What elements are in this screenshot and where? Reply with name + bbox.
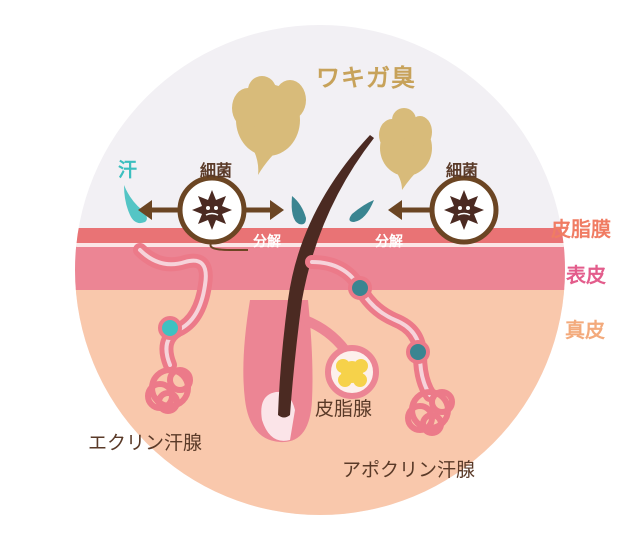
decompose-right-label: 分解 bbox=[375, 234, 403, 250]
apocrine-gland-label: アポクリン汗腺 bbox=[342, 459, 476, 481]
apocrine-coil-icon bbox=[405, 389, 455, 436]
arrow-left-icon-2 bbox=[388, 200, 402, 220]
sebaceous-gland-label: 皮脂腺 bbox=[315, 398, 373, 420]
odor-cloud-right-icon bbox=[379, 108, 432, 190]
bacteria-left-icon bbox=[192, 190, 232, 230]
odor-cloud-left-icon bbox=[232, 76, 306, 175]
bacteria-left-group bbox=[138, 175, 284, 251]
eccrine-gland bbox=[133, 243, 213, 414]
arrow-right-icon bbox=[270, 200, 284, 220]
dermis-label: 真皮 bbox=[565, 318, 605, 342]
sweat-label: 汗 bbox=[118, 159, 138, 181]
eccrine-pore-icon bbox=[158, 316, 182, 340]
bacteria-left-label: 細菌 bbox=[200, 161, 233, 180]
sebaceous-gland bbox=[300, 315, 379, 399]
apocrine-gland bbox=[305, 255, 455, 436]
bacteria-right-icon bbox=[444, 190, 484, 230]
hair-strand-icon bbox=[278, 135, 374, 418]
teal-drop-left-icon bbox=[291, 196, 306, 225]
decompose-left-label: 分解 bbox=[253, 234, 281, 250]
teal-drop-right-icon bbox=[349, 200, 374, 222]
sweat-drop-icon bbox=[124, 185, 147, 224]
apocrine-pore-icon-2 bbox=[406, 340, 430, 364]
layer-divider bbox=[75, 243, 565, 247]
eccrine-coil-icon bbox=[145, 367, 193, 414]
hair-follicle bbox=[243, 135, 374, 443]
apocrine-pore-icon-1 bbox=[348, 276, 372, 300]
sebum-blob-icon bbox=[336, 359, 368, 387]
arrow-left-icon bbox=[138, 200, 152, 220]
odor-title: ワキガ臭 bbox=[316, 64, 416, 92]
epidermis-label: 表皮 bbox=[566, 263, 606, 287]
bacteria-right-label: 細菌 bbox=[446, 161, 479, 180]
bacteria-right-group bbox=[388, 175, 499, 245]
eccrine-gland-label: エクリン汗腺 bbox=[88, 432, 203, 454]
sebum-membrane-label: 皮脂膜 bbox=[551, 217, 611, 241]
